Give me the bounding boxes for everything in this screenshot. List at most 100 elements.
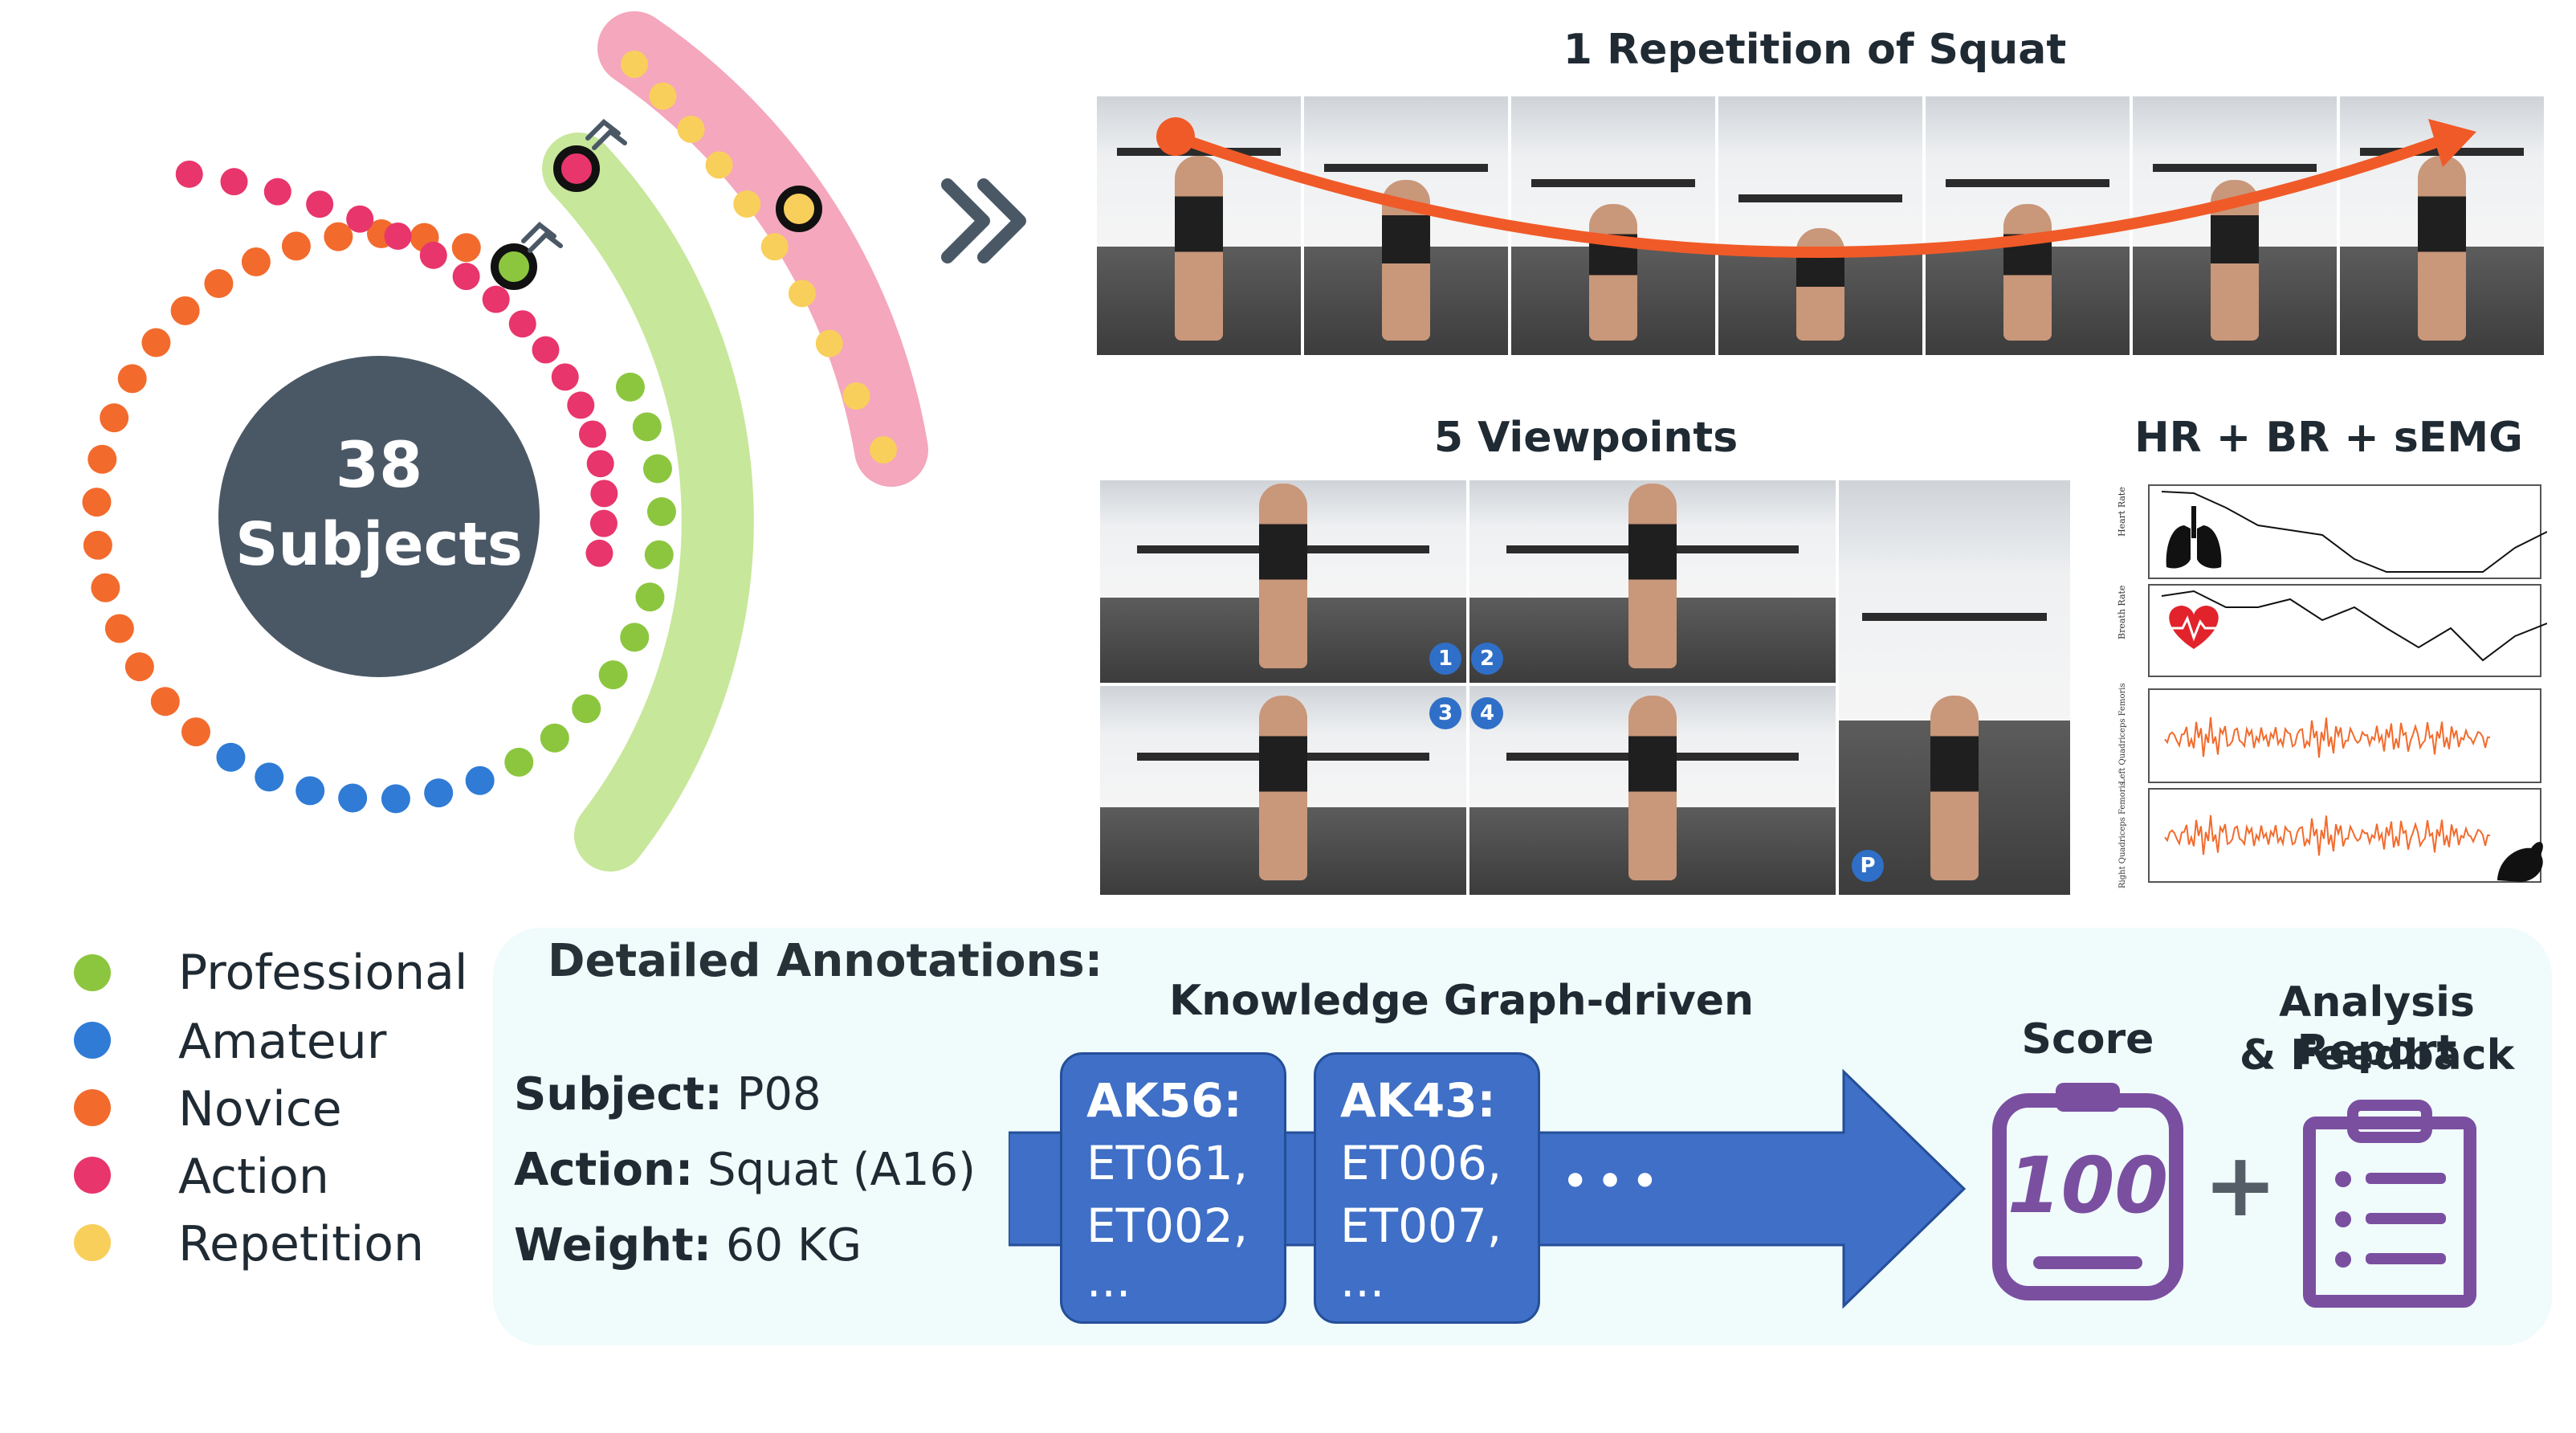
left-emg-signal [2164,716,2490,758]
squat-frame [1095,95,1302,357]
viewpoint-badge-1: 1 [1429,643,1461,675]
repetition-dot [842,382,870,410]
viewpoint-photo-1 [1098,479,1468,684]
repetition-strip [1095,95,2547,357]
action-dot [578,420,606,448]
knowledge-box-2-title: AK43: [1340,1073,1496,1128]
squat-trajectory [1170,131,2458,258]
subject-dot [204,269,234,299]
action-dot [306,190,334,218]
breath-rate-axis-label: Breath Rate [2117,586,2127,639]
action-dot [590,480,618,508]
subject-dot [338,783,368,813]
subject-dot [104,614,134,643]
action-value: Squat (A16) [707,1144,976,1196]
legend-dot-amateur [74,1022,111,1059]
weight-label: Weight: [514,1219,712,1272]
repetition-dots [621,51,897,463]
subject-dot [255,762,284,792]
knowledge-box-2-item-3: ... [1340,1253,1385,1308]
subject-dot [216,742,246,772]
subjects-count: 38 [335,430,423,502]
legend-label-amateur: Amateur [178,1014,387,1070]
viewpoint-photo-p [1837,479,2072,896]
subject-dot [598,660,628,690]
knowledge-box-1-item-2: ET002, [1086,1198,1249,1253]
subject-dot [141,328,171,357]
repetition-dot [705,151,733,179]
trajectory-arrow-icon [2428,119,2476,167]
right-emg-signal [2164,814,2490,856]
subject-dot [281,231,311,261]
subject-line: Subject: P08 [514,1068,821,1121]
action-dot [585,539,613,567]
selected-repetition-dot [776,186,822,232]
scoreboard-icon [1992,1083,2183,1300]
repetition-dot [815,329,843,357]
subject-ring-diagram [82,11,928,872]
knowledge-box-1: AK56: ET061, ET002, ... [1060,1052,1286,1324]
subject-dot [83,530,112,560]
action-dot [419,241,447,269]
action-band [542,133,754,872]
legend-label-novice: Novice [178,1081,342,1137]
flow-ellipsis: ••• [1561,1153,1666,1210]
legend-label-action: Action [178,1149,329,1205]
subject-dot [82,488,112,517]
legend-label-repetition: Repetition [178,1216,425,1272]
clipboard-report-icon [2303,1100,2476,1308]
signals-panel: Heart Rate Breath Rate Left Quadriceps F… [2117,484,2547,888]
viewpoint-badge-3: 3 [1429,697,1461,729]
subject-dot [572,694,601,724]
subject-dot [91,573,120,602]
subject-dot [117,364,147,394]
muscle-icon [2497,842,2543,882]
knowledge-graph-title: Knowledge Graph-driven [1168,977,1755,1025]
small-chevron-icon [521,119,627,253]
subject-dot [504,747,534,777]
repetition-dot [788,280,816,308]
signals-title: HR + BR + sEMG [2134,414,2523,462]
subject-dot [424,778,454,808]
subject-dot [124,652,154,682]
knowledge-box-2: AK43: ET006, ET007, ... [1314,1052,1540,1324]
action-dot [175,160,203,188]
action-dot [452,263,480,291]
viewpoint-photo-2 [1468,479,1837,684]
knowledge-box-1-item-3: ... [1086,1253,1131,1308]
heart-rate-axis-label: Heart Rate [2117,487,2127,537]
knowledge-box-2-item-1: ET006, [1340,1136,1502,1190]
subject-dot [615,372,645,402]
action-dot [551,363,579,391]
left-emg-axis-label: Left Quadriceps Femoris [2118,683,2127,784]
selected-action-dot [553,145,600,192]
repetition-dot [621,51,648,78]
repetition-dot [649,82,677,110]
knowledge-box-1-item-1: ET061, [1086,1136,1249,1190]
repetition-dot [733,190,761,218]
breath-rate-line [2161,590,2547,662]
repetition-dot [760,233,789,261]
subject-dot [170,296,200,325]
viewpoint-badge-p: P [1852,850,1884,882]
heart-icon [2169,606,2219,649]
action-dot [346,205,374,233]
subjects-circle [218,356,540,677]
double-chevron-icon [941,178,1026,263]
action-dot [586,450,614,478]
report-title-line-2: & Feedback [2239,1031,2515,1080]
action-dot [263,178,291,206]
weight-value: 60 KG [725,1219,862,1272]
action-dot [482,285,510,313]
viewpoint-badge-4: 4 [1471,697,1503,729]
viewpoints-title: 5 Viewpoints [1433,414,1738,462]
score-value: 100 [2007,1141,2169,1231]
subject-value: P08 [736,1068,821,1121]
subject-dot [181,717,210,747]
subject-dot [241,247,271,277]
emg-waveform [2164,716,2490,758]
subject-dot [465,765,495,795]
subject-dot [632,412,662,442]
action-line: Action: Squat (A16) [514,1144,976,1196]
repetition-dot [870,436,897,463]
